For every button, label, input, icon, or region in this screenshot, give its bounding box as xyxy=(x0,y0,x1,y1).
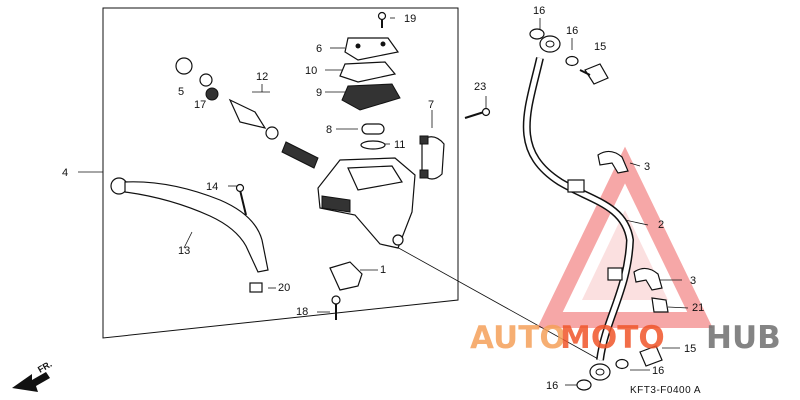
watermark-part-hub: HUB xyxy=(706,320,781,356)
callout-14: 14 xyxy=(206,181,218,193)
callout-17: 17 xyxy=(194,99,206,111)
small-fasteners xyxy=(249,11,491,320)
callout-2: 2 xyxy=(658,219,664,231)
callout-6: 6 xyxy=(316,43,322,55)
callout-16-top: 16 xyxy=(533,5,545,17)
reservoir-cap-stack xyxy=(339,37,401,150)
callout-9: 9 xyxy=(316,87,322,99)
callout-23: 23 xyxy=(474,81,486,93)
callout-4: 4 xyxy=(62,167,68,179)
leader-lines xyxy=(78,17,689,386)
front-direction-arrow: FR. xyxy=(12,359,54,392)
callout-3-lower: 3 xyxy=(690,275,696,287)
watermark-text: AUTO MOTO HUB xyxy=(470,320,781,356)
callout-11: 11 xyxy=(394,139,405,151)
callout-1: 1 xyxy=(380,264,386,276)
diagram-code: KFT3-F0400 A xyxy=(630,385,701,396)
callout-5: 5 xyxy=(178,86,184,98)
piston-set xyxy=(175,57,319,169)
clamp-holder xyxy=(419,135,445,180)
callout-16-bottom: 16 xyxy=(546,380,558,392)
callout-20: 20 xyxy=(278,282,290,294)
hose-fittings xyxy=(529,28,663,391)
callout-21: 21 xyxy=(692,302,704,314)
callout-15-upper: 15 xyxy=(594,41,606,53)
brake-hose xyxy=(522,57,635,361)
callout-19: 19 xyxy=(404,13,416,25)
callout-labels: 1 2 3 3 4 5 6 7 8 9 10 11 12 13 14 15 15… xyxy=(62,5,704,392)
callout-10: 10 xyxy=(305,65,317,77)
assembly-box-outline xyxy=(102,7,459,339)
callout-18: 18 xyxy=(296,306,308,318)
master-cylinder-body xyxy=(317,157,416,249)
callout-3-upper: 3 xyxy=(644,161,650,173)
brake-lever xyxy=(110,177,269,273)
callout-13: 13 xyxy=(178,245,190,257)
callout-16-upper: 16 xyxy=(566,25,578,37)
callout-16-lower: 16 xyxy=(652,365,664,377)
callout-8: 8 xyxy=(326,124,332,136)
callout-12: 12 xyxy=(256,71,268,83)
watermark-part-moto: MOTO xyxy=(560,320,665,356)
direction-marker: FR. xyxy=(36,359,54,375)
hose-clamps xyxy=(597,150,669,313)
callout-15-lower: 15 xyxy=(684,343,696,355)
callout-7: 7 xyxy=(428,99,434,111)
watermark-part-auto: AUTO xyxy=(470,320,566,356)
